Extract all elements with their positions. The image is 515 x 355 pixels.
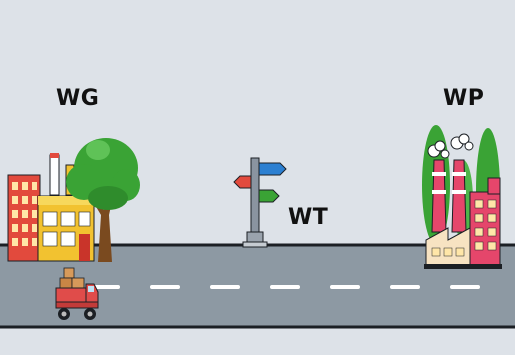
label-wt: WT <box>288 205 328 230</box>
label-wp: WP <box>443 86 484 111</box>
plant-right-icon <box>422 125 502 269</box>
label-wg: WG <box>56 86 99 111</box>
